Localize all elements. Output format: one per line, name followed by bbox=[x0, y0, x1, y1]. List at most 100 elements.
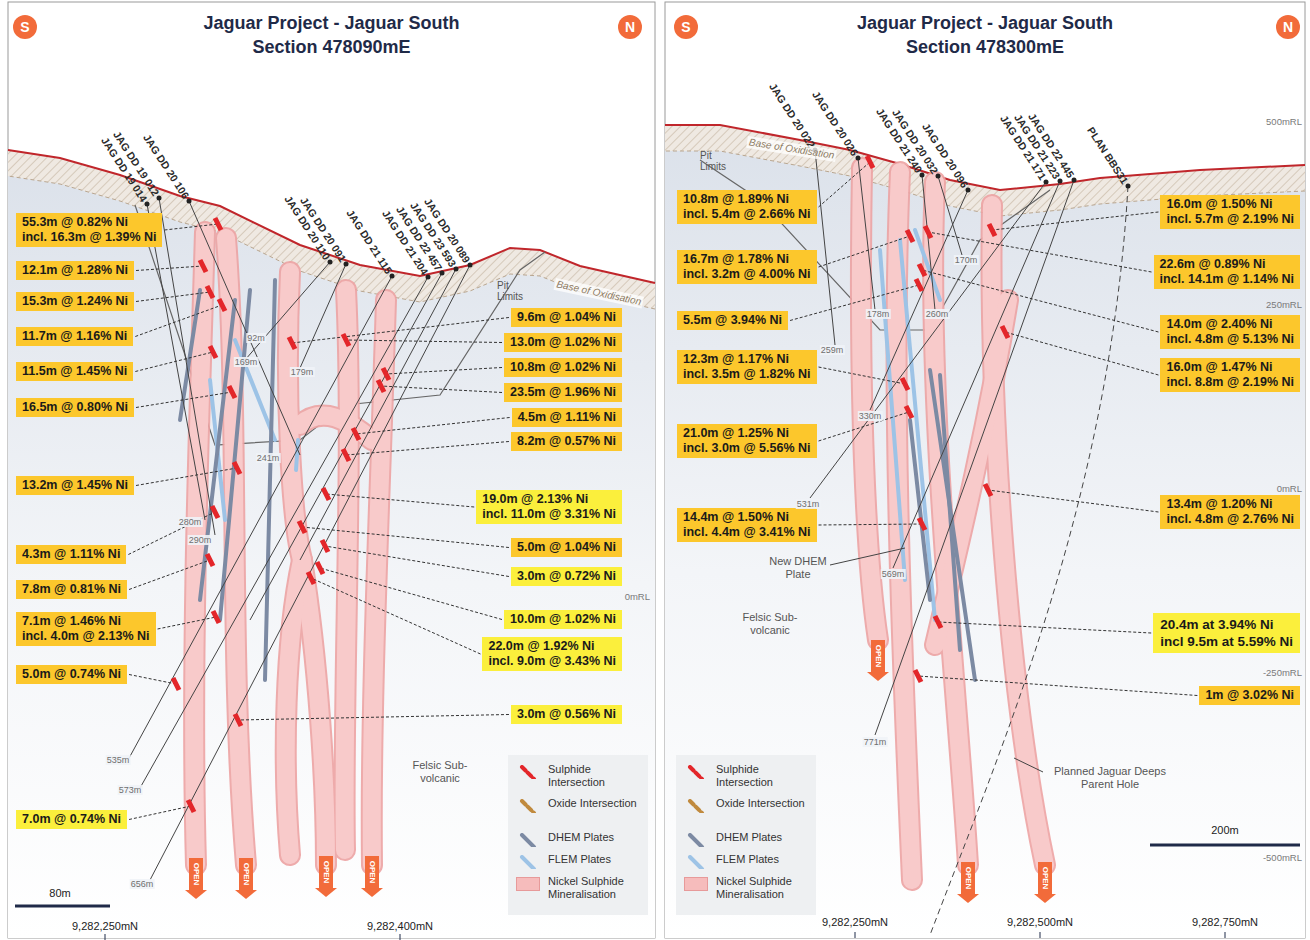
leader-line bbox=[918, 676, 1197, 696]
assay-text: 20.4m at 3.94% Ni bbox=[1160, 616, 1293, 633]
assay-callout: 14.4m @ 1.50% Niincl. 4.4m @ 3.41% Ni bbox=[677, 508, 817, 542]
assay-callout: 16.5m @ 0.80% Ni bbox=[16, 398, 134, 417]
leader-line bbox=[238, 715, 509, 721]
legend-sample-line bbox=[522, 857, 534, 869]
assay-text: 55.3m @ 0.82% Ni bbox=[22, 215, 156, 230]
compass-circle: S bbox=[13, 15, 37, 39]
leader-line bbox=[992, 212, 1158, 230]
assay-callout: 11.7m @ 1.16% Ni bbox=[16, 327, 133, 346]
assay-callout: 23.5m @ 1.96% Ni bbox=[504, 383, 622, 402]
open-text: OPEN bbox=[192, 863, 201, 886]
panel-title: Jaguar Project - Jaguar South bbox=[8, 12, 655, 34]
hole-depth: 771m bbox=[863, 737, 888, 747]
compass-circle: S bbox=[674, 15, 698, 39]
assay-callout: 7.8m @ 0.81% Ni bbox=[16, 580, 127, 599]
assay-text: 3.0m @ 0.72% Ni bbox=[517, 569, 616, 584]
assay-text: 16.0m @ 1.47% Ni bbox=[1166, 360, 1294, 375]
assay-text: 7.8m @ 0.81% Ni bbox=[22, 582, 121, 597]
sulphide-intersection bbox=[317, 562, 323, 574]
open-arrow: OPEN bbox=[871, 640, 885, 672]
assay-text: 4.5m @ 1.11% Ni bbox=[518, 410, 616, 425]
assay-callout: 9.6m @ 1.04% Ni bbox=[511, 308, 622, 327]
legend-swatch bbox=[516, 877, 540, 891]
sulphide-intersection bbox=[234, 462, 240, 474]
assay-callout: 10.8m @ 1.89% Niincl. 5.4m @ 2.66% Ni bbox=[677, 190, 817, 224]
assay-callout: 1m @ 3.02% Ni bbox=[1199, 686, 1300, 705]
sulphide-intersection bbox=[215, 218, 221, 230]
hole-depth: 569m bbox=[881, 569, 906, 579]
rl-elevation: 500mRL bbox=[1266, 116, 1302, 127]
assay-text: incl. 4.0m @ 2.13% Ni bbox=[22, 629, 150, 644]
scale-label: 9,282,750mN bbox=[1192, 916, 1258, 929]
assay-callout: 13.2m @ 1.45% Ni bbox=[16, 476, 134, 495]
assay-text: 16.5m @ 0.80% Ni bbox=[22, 400, 128, 415]
legend-text: DHEM Plates bbox=[716, 831, 808, 844]
assay-callout: 22.6m @ 0.89% Niincl. 14.1m @ 1.14% Ni bbox=[1154, 255, 1300, 289]
assay-text: 8.2m @ 0.57% Ni bbox=[517, 434, 616, 449]
leader-line bbox=[819, 162, 870, 207]
sulphide-intersection bbox=[200, 260, 206, 272]
assay-text: 10.8m @ 1.89% Ni bbox=[683, 192, 811, 207]
assay-text: 19.0m @ 2.13% Ni bbox=[482, 492, 616, 507]
legend-sample bbox=[684, 833, 708, 847]
leader-line bbox=[988, 490, 1158, 512]
assay-text: incl. 5.4m @ 2.66% Ni bbox=[683, 207, 811, 222]
assay-text: incl. 3.5m @ 1.82% Ni bbox=[683, 367, 811, 382]
sulphide-intersection bbox=[322, 540, 328, 552]
legend-swatch bbox=[684, 877, 708, 891]
assay-text: 7.1m @ 1.46% Ni bbox=[22, 614, 150, 629]
assay-callout: 10.8m @ 1.02% Ni bbox=[504, 358, 622, 377]
sulphide-intersection bbox=[907, 230, 913, 242]
assay-text: 10.8m @ 1.02% Ni bbox=[510, 360, 616, 375]
assay-text: 5.0m @ 0.74% Ni bbox=[22, 667, 121, 682]
oxidation-label: Base of Oxidisation bbox=[746, 136, 837, 162]
sulphide-intersection bbox=[916, 279, 922, 291]
compass-letter: S bbox=[13, 15, 37, 39]
hole-depth: 92m bbox=[246, 333, 266, 343]
assay-text: incl. 4.4m @ 3.41% Ni bbox=[683, 525, 811, 540]
panel-title: Jaguar Project - Jaguar South bbox=[665, 12, 1305, 34]
hole-depth: 241m bbox=[256, 453, 281, 463]
leader-line bbox=[136, 468, 237, 486]
sulphide-intersection bbox=[219, 299, 225, 311]
open-arrow: OPEN bbox=[189, 858, 203, 890]
assay-text: 23.5m @ 1.96% Ni bbox=[510, 385, 616, 400]
legend-text: Oxide Intersection bbox=[716, 797, 808, 810]
sulphide-intersection bbox=[212, 506, 218, 518]
sulphide-intersection bbox=[902, 378, 908, 390]
sulphide-intersection bbox=[210, 346, 216, 358]
compass-letter: N bbox=[618, 15, 642, 39]
sulphide-intersection bbox=[1002, 326, 1008, 338]
assay-callout: 4.3m @ 1.11% Ni bbox=[16, 545, 126, 564]
pit-label: Pit Limits bbox=[700, 150, 734, 172]
open-arrow: OPEN bbox=[365, 856, 379, 888]
legend-sample-line bbox=[690, 857, 702, 869]
assay-text: 3.0m @ 0.56% Ni bbox=[517, 707, 616, 722]
leader-line bbox=[129, 806, 191, 820]
leader-line bbox=[381, 386, 502, 393]
sulphide-intersection bbox=[867, 156, 873, 168]
rl-elevation: -500mRL bbox=[1263, 852, 1302, 863]
compass-circle: N bbox=[1276, 15, 1300, 39]
legend-text: Sulphide Intersection bbox=[716, 763, 808, 789]
legend-sample-line bbox=[690, 767, 702, 779]
compass-circle: N bbox=[618, 15, 642, 39]
sulphide-intersection bbox=[383, 368, 389, 380]
assay-text: 16.0m @ 1.50% Ni bbox=[1166, 197, 1294, 212]
legend-text: FLEM Plates bbox=[716, 853, 808, 866]
assay-text: incl. 11.0m @ 3.31% Ni bbox=[482, 507, 616, 522]
legend-text: Sulphide Intersection bbox=[548, 763, 640, 789]
legend-sample bbox=[516, 799, 540, 813]
leader-line bbox=[135, 352, 213, 372]
sulphide-intersection bbox=[919, 518, 925, 530]
assay-text: 13.0m @ 1.02% Ni bbox=[510, 335, 616, 350]
assay-text: incl. 16.3m @ 1.39% Ni bbox=[22, 230, 156, 245]
assay-callout: 21.0m @ 1.25% Niincl. 3.0m @ 5.56% Ni bbox=[677, 424, 817, 458]
legend-sample bbox=[684, 765, 708, 779]
assay-callout: 5.5m @ 3.94% Ni bbox=[677, 311, 788, 330]
open-text: OPEN bbox=[322, 861, 331, 884]
hole-depth: 179m bbox=[290, 367, 315, 377]
assay-text: 1m @ 3.02% Ni bbox=[1205, 688, 1294, 703]
legend-sample-line bbox=[522, 835, 534, 847]
assay-callout: 12.1m @ 1.28% Ni bbox=[16, 261, 134, 280]
